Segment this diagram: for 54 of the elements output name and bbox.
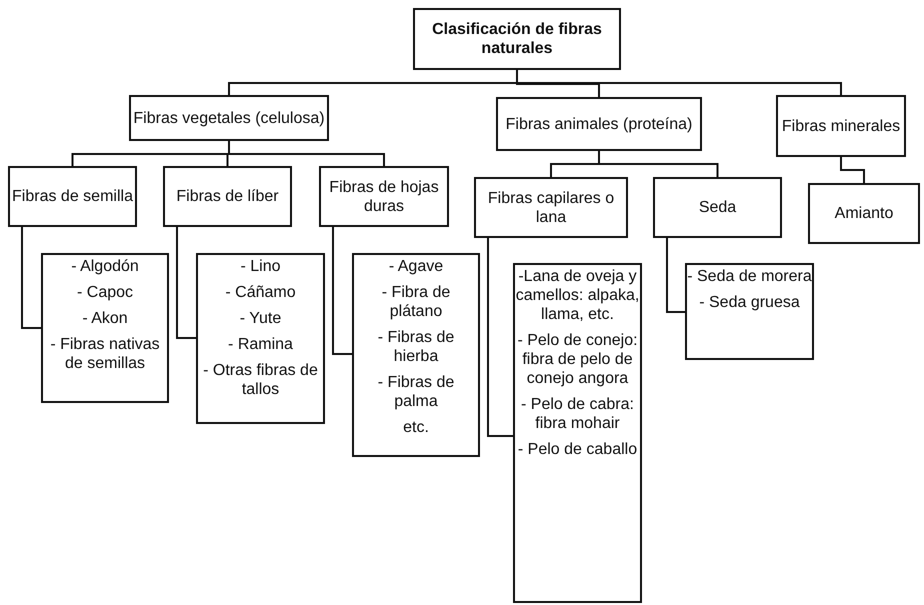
list-item: - Algodón: [71, 257, 139, 276]
box-label: Fibras vegetales (celulosa): [133, 108, 325, 128]
box-label: Fibras de semilla: [12, 187, 133, 206]
connector-line: [598, 151, 718, 177]
list-item: - Capoc: [76, 283, 134, 302]
box-label: Fibras de hojas duras: [328, 178, 440, 216]
list-item: - Agave: [388, 257, 444, 276]
list-item: - Seda de morera: [687, 267, 812, 286]
list-box: [41, 253, 169, 403]
list-item: - Cáñamo: [225, 283, 296, 302]
category-box: [808, 183, 920, 244]
list-item: - Pelo de conejo: fibra de pelo de conejo angora: [516, 331, 639, 388]
category-box: [496, 97, 702, 151]
list-box: [513, 263, 642, 603]
connector-line: [487, 238, 513, 437]
connector-line: [21, 227, 41, 329]
connector-line: [332, 227, 352, 355]
category-box: [319, 166, 449, 227]
list-item: - Seda gruesa: [699, 293, 800, 312]
connector-line: [176, 227, 196, 339]
box-label: Seda: [698, 198, 736, 217]
list-item: - Fibras nativas de semillas: [49, 335, 161, 373]
list-box: [685, 263, 814, 360]
list-item: -Lana de oveja y camellos: alpaka, llama, etc.: [515, 267, 640, 324]
list-item: - Akon: [82, 309, 128, 328]
box-label: Fibras capilares o lana: [486, 188, 616, 226]
box-label: Fibras animales (proteína): [506, 114, 692, 134]
category-box: [653, 177, 782, 238]
list-box: [352, 253, 480, 457]
box-label: Amianto: [834, 204, 894, 223]
list-item: - Lino: [240, 257, 281, 276]
box-label: Fibras minerales: [782, 116, 900, 136]
category-box: [474, 177, 628, 238]
category-box: [129, 95, 329, 141]
category-box: [776, 95, 906, 157]
category-box: [163, 166, 292, 227]
list-item: - Yute: [240, 309, 282, 328]
list-item: - Otras fibras de tallos: [202, 361, 319, 399]
list-item: - Ramina: [228, 335, 293, 354]
connector-line: [840, 157, 865, 183]
list-item: - Pelo de caballo: [518, 440, 638, 459]
list-item: - Fibras de palma: [376, 373, 456, 411]
connector-line: [666, 238, 685, 313]
list-item: - Fibras de hierba: [376, 328, 456, 366]
list-item: - Pelo de cabra: fibra mohair: [520, 395, 635, 433]
list-box: [196, 253, 325, 424]
connector-line: [516, 70, 842, 95]
box-label: Clasificación de fibras naturales: [431, 20, 603, 58]
list-item: etc.: [403, 418, 429, 437]
category-box: [8, 166, 137, 227]
title-box: [413, 8, 621, 70]
list-item: - Fibra de plátano: [380, 283, 452, 321]
connector-line: [228, 141, 385, 166]
box-label: Fibras de líber: [176, 187, 279, 206]
